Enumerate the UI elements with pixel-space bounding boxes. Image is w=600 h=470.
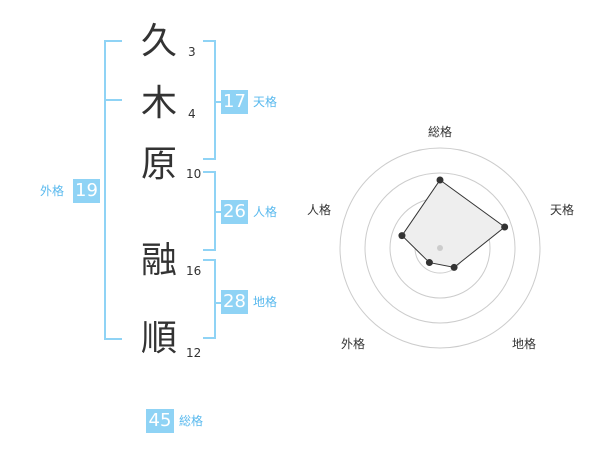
name-char-5: 順	[140, 318, 177, 359]
bracket-tick	[214, 211, 222, 213]
stroke-count-3: 10	[186, 167, 202, 181]
name-char-1: 久	[140, 21, 177, 62]
radar-point-5	[398, 232, 406, 240]
radar-ring	[339, 147, 541, 349]
bracket-tick	[104, 338, 122, 340]
tenkaku-value: 17	[221, 90, 248, 114]
name-char-2: 木	[140, 83, 177, 124]
chikaku-value: 28	[221, 290, 248, 314]
bracket-tick	[203, 249, 216, 251]
soukaku-label: 総格	[179, 414, 204, 428]
radar-points	[398, 176, 509, 271]
radar-point-3	[450, 263, 458, 271]
radar-point-2	[501, 223, 509, 231]
jinkaku-label: 人格	[253, 205, 278, 219]
name-char-4: 融	[140, 240, 177, 281]
radar-label-tenkaku: 天格	[549, 203, 574, 217]
jinkaku-value: 26	[221, 200, 248, 224]
bracket-tick	[104, 40, 122, 42]
radar-ring	[364, 172, 516, 324]
radar-point-4	[425, 259, 433, 267]
radar-label-gaikaku: 外格	[340, 337, 365, 351]
gaikaku-value: 19	[73, 179, 100, 203]
stroke-count-2: 4	[188, 107, 196, 121]
stroke-count-4: 16	[186, 264, 202, 278]
stroke-count-5: 12	[186, 346, 202, 360]
bracket-tick	[203, 259, 216, 261]
bracket-tick	[104, 99, 122, 101]
bracket-vertical	[214, 259, 216, 339]
soukaku-value: 45	[146, 409, 174, 433]
bracket-tick	[214, 101, 222, 103]
bracket-tick	[203, 158, 216, 160]
bracket-tick	[203, 171, 216, 173]
chikaku-label: 地格	[253, 295, 278, 309]
bracket-vertical	[214, 40, 216, 160]
radar-label-chikaku: 地格	[511, 337, 536, 351]
gaikaku-label: 外格	[40, 184, 65, 198]
bracket-tick	[203, 40, 216, 42]
bracket-tick	[203, 337, 216, 339]
name-char-3: 原	[140, 144, 177, 185]
radar-label-soukaku: 総格	[427, 125, 452, 139]
stroke-count-1: 3	[188, 45, 196, 59]
radar-label-jinkaku: 人格	[306, 203, 331, 217]
bracket-vertical	[104, 40, 106, 340]
radar-point-1	[436, 176, 444, 184]
radar-series-area	[401, 179, 506, 268]
tenkaku-label: 天格	[253, 95, 278, 109]
bracket-tick	[214, 302, 222, 304]
radar-center-dot	[437, 245, 443, 251]
